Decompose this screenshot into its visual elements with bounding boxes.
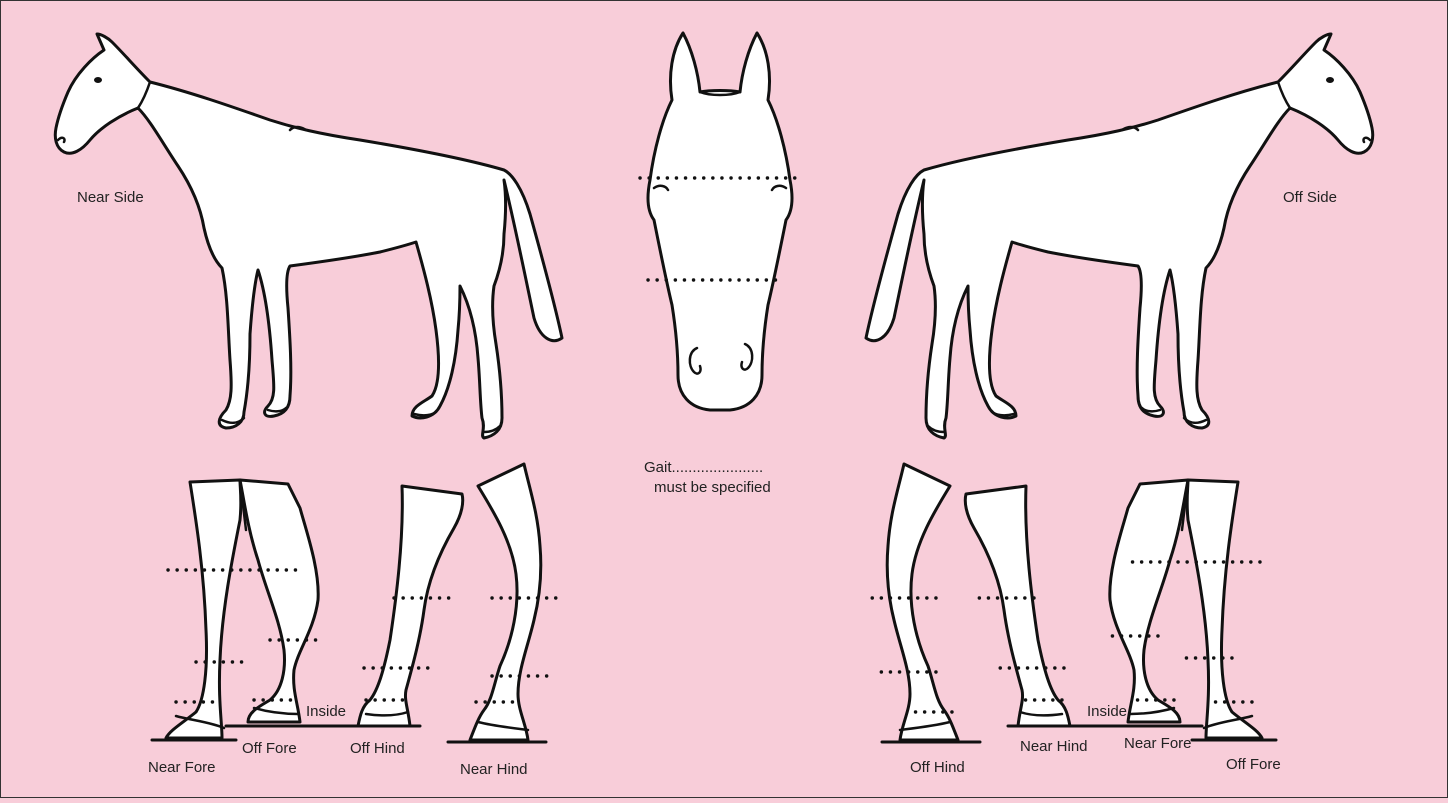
- right-inside-label: Inside: [1087, 703, 1127, 720]
- gait-note-label: must be specified: [654, 479, 771, 496]
- eye-icon: [94, 77, 102, 83]
- left-off-fore-label: Off Fore: [242, 740, 297, 757]
- left-inside-label: Inside: [306, 703, 346, 720]
- gait-label: Gait......................: [644, 459, 763, 476]
- off-side-label: Off Side: [1283, 189, 1337, 206]
- left-off-hind-label: Off Hind: [350, 740, 405, 757]
- right-near-fore-label: Near Fore: [1124, 735, 1192, 752]
- right-off-hind-label: Off Hind: [910, 759, 965, 776]
- right-off-fore-label: Off Fore: [1226, 756, 1281, 773]
- near-side-label: Near Side: [77, 189, 144, 206]
- left-near-fore-label: Near Fore: [148, 759, 216, 776]
- left-near-hind-label: Near Hind: [460, 761, 528, 778]
- right-near-hind-label: Near Hind: [1020, 738, 1088, 755]
